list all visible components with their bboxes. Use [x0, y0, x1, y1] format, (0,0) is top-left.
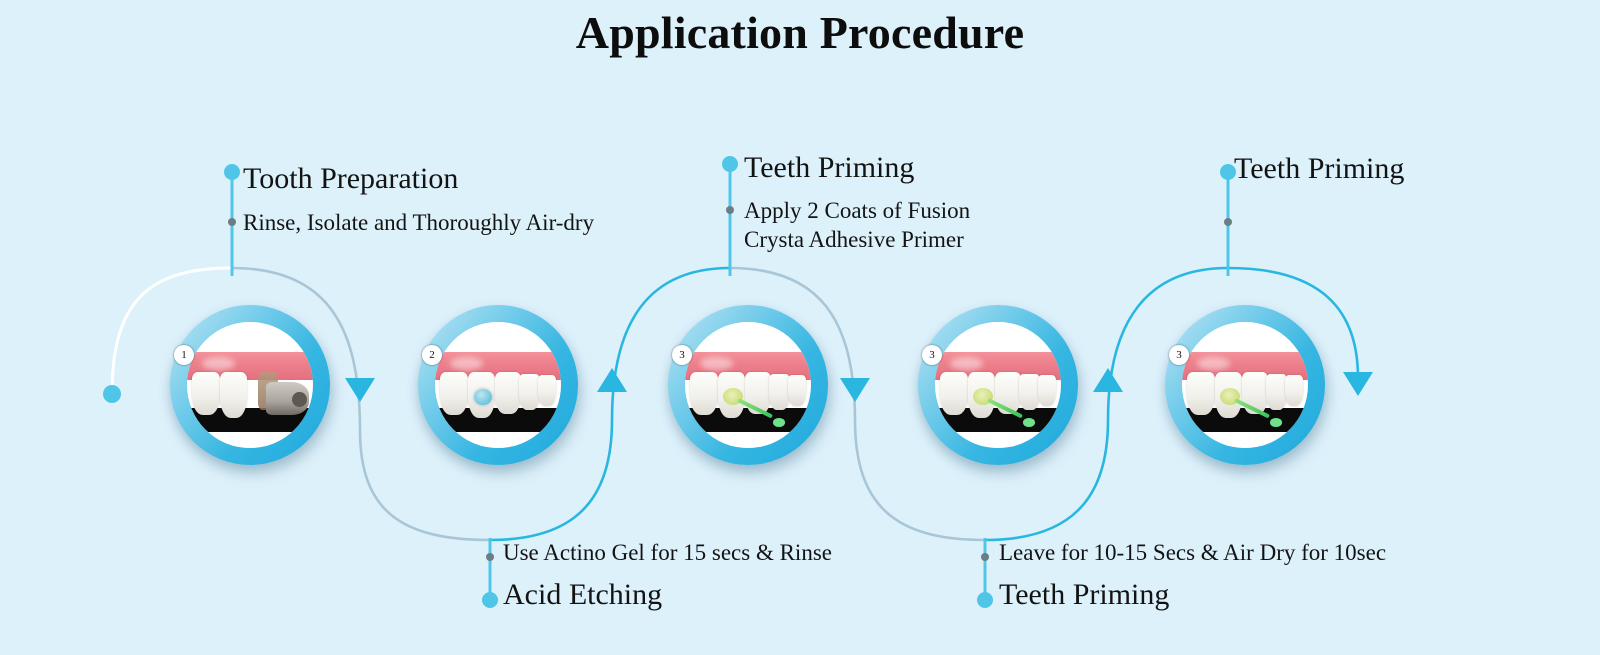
step-title: Teeth Priming — [744, 151, 915, 184]
step-circle-5[interactable]: 3 — [1165, 305, 1329, 475]
step-label-3: Teeth Priming Apply 2 Coats of Fusion Cr… — [744, 152, 970, 254]
arrow-down-after-step1 — [345, 378, 375, 402]
step-badge: 3 — [672, 345, 692, 365]
step-circle-4[interactable]: 3 — [918, 305, 1082, 475]
step-photo-3 — [685, 322, 811, 448]
arrow-down-after-step3 — [840, 378, 870, 402]
step-subtitle: Rinse, Isolate and Thoroughly Air-dry — [243, 209, 595, 235]
step-title: Tooth Preparation — [243, 162, 459, 195]
step-subtitle: Apply 2 Coats of Fusion — [744, 197, 971, 223]
step-title: Teeth Priming — [1234, 152, 1405, 185]
arrow-up-after-step2 — [597, 368, 627, 392]
step-photo-4 — [935, 322, 1061, 448]
step-badge: 1 — [174, 345, 194, 365]
step-label-2: Use Actino Gel for 15 secs & Rinse Acid … — [503, 538, 832, 611]
step-subtitle-line2: Crysta Adhesive Primer — [744, 226, 964, 252]
step-title: Acid Etching — [503, 578, 663, 612]
step-badge: 3 — [1169, 345, 1189, 365]
step-badge: 2 — [422, 345, 442, 365]
arrow-up-after-step4 — [1093, 368, 1123, 392]
step-label-1: Tooth Preparation Rinse, Isolate and Tho… — [243, 163, 594, 237]
step-photo-1 — [187, 322, 313, 448]
step-subtitle: Use Actino Gel for 15 secs & Rinse — [503, 540, 832, 565]
step-label-5: Teeth Priming — [1234, 153, 1404, 185]
step-photo-2 — [435, 322, 561, 448]
step-photo-5 — [1182, 322, 1308, 448]
step-circle-1[interactable]: 1 — [170, 305, 334, 475]
step-circle-3[interactable]: 3 — [668, 305, 832, 475]
step-subtitle: Leave for 10-15 Secs & Air Dry for 10sec — [999, 540, 1387, 565]
page-title: Application Procedure — [575, 7, 1025, 58]
step-label-4: Leave for 10-15 Secs & Air Dry for 10sec… — [999, 538, 1386, 611]
arrow-down-end — [1343, 372, 1373, 396]
step-title: Teeth Priming — [999, 578, 1170, 612]
flow-start-dot — [103, 385, 121, 403]
step-circle-2[interactable]: 2 — [418, 305, 582, 475]
step-badge: 3 — [922, 345, 942, 365]
